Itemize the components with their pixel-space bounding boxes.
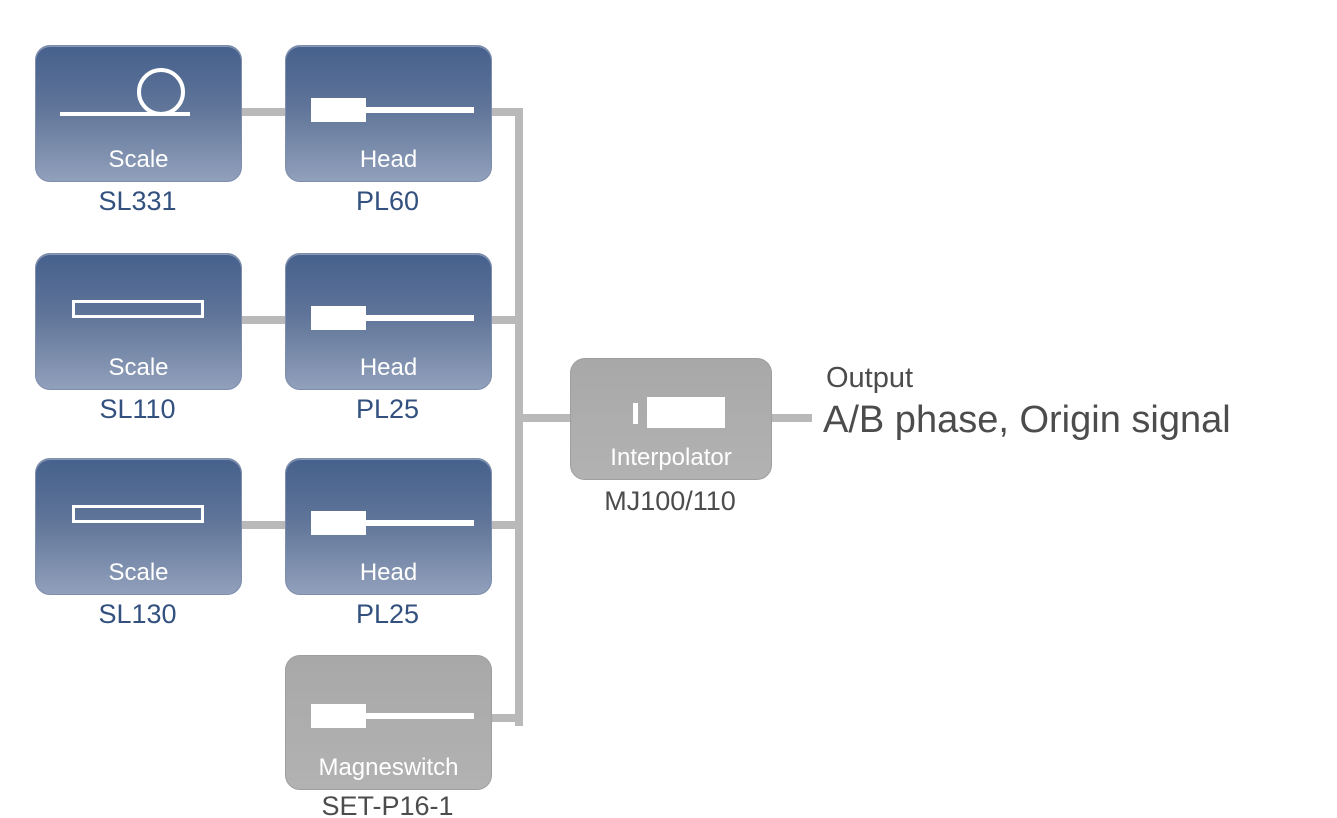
head-model-pl25-a: PL25 (355, 394, 420, 424)
bar-scale-icon (72, 300, 204, 318)
interpolator-model: MJ100/110 (604, 486, 736, 516)
coil-circle-icon (137, 68, 185, 116)
scale-node-label: Scale (108, 354, 169, 381)
magneswitch-cable-icon (366, 713, 474, 719)
interpolator-node-label: Interpolator (610, 444, 732, 471)
scale-model-sl331: SL331 (98, 186, 177, 216)
sensor-head-icon (311, 306, 366, 330)
sensor-head-icon (311, 511, 366, 535)
sensor-cable-icon (366, 520, 474, 526)
sensor-cable-icon (366, 107, 474, 113)
head-node-pl60: Head (285, 45, 492, 182)
head-node-label: Head (359, 146, 418, 173)
sensor-head-icon (311, 98, 366, 122)
coil-tape-scale-icon (60, 112, 190, 116)
head-node-pl25-a: Head (285, 253, 492, 390)
magneswitch-model: SET-P16-1 (321, 791, 454, 818)
bar-scale-icon (72, 505, 204, 523)
output-signal-text: A/B phase, Origin signal (823, 399, 1231, 441)
scale-node-sl110: Scale (35, 253, 242, 390)
interpolator-node: Interpolator (570, 358, 772, 480)
magneswitch-sensor-icon (311, 704, 366, 728)
output-title: Output (826, 362, 914, 394)
scale-node-label: Scale (108, 146, 169, 173)
scale-node-sl130: Scale (35, 458, 242, 595)
magneswitch-node: Magneswitch (285, 655, 492, 790)
head-node-pl25-b: Head (285, 458, 492, 595)
interpolator-module-icon (647, 397, 725, 428)
head-model-pl25-b: PL25 (355, 599, 420, 629)
scale-model-sl110: SL110 (99, 394, 176, 424)
scale-node-sl331: Scale (35, 45, 242, 182)
sensor-cable-icon (366, 315, 474, 321)
head-node-label: Head (359, 559, 418, 586)
head-node-label: Head (359, 354, 418, 381)
scale-model-sl130: SL130 (98, 599, 177, 629)
head-model-pl60: PL60 (355, 186, 420, 216)
interpolator-tick-icon (633, 403, 638, 424)
scale-node-label: Scale (108, 559, 169, 586)
magneswitch-node-label: Magneswitch (318, 754, 459, 781)
